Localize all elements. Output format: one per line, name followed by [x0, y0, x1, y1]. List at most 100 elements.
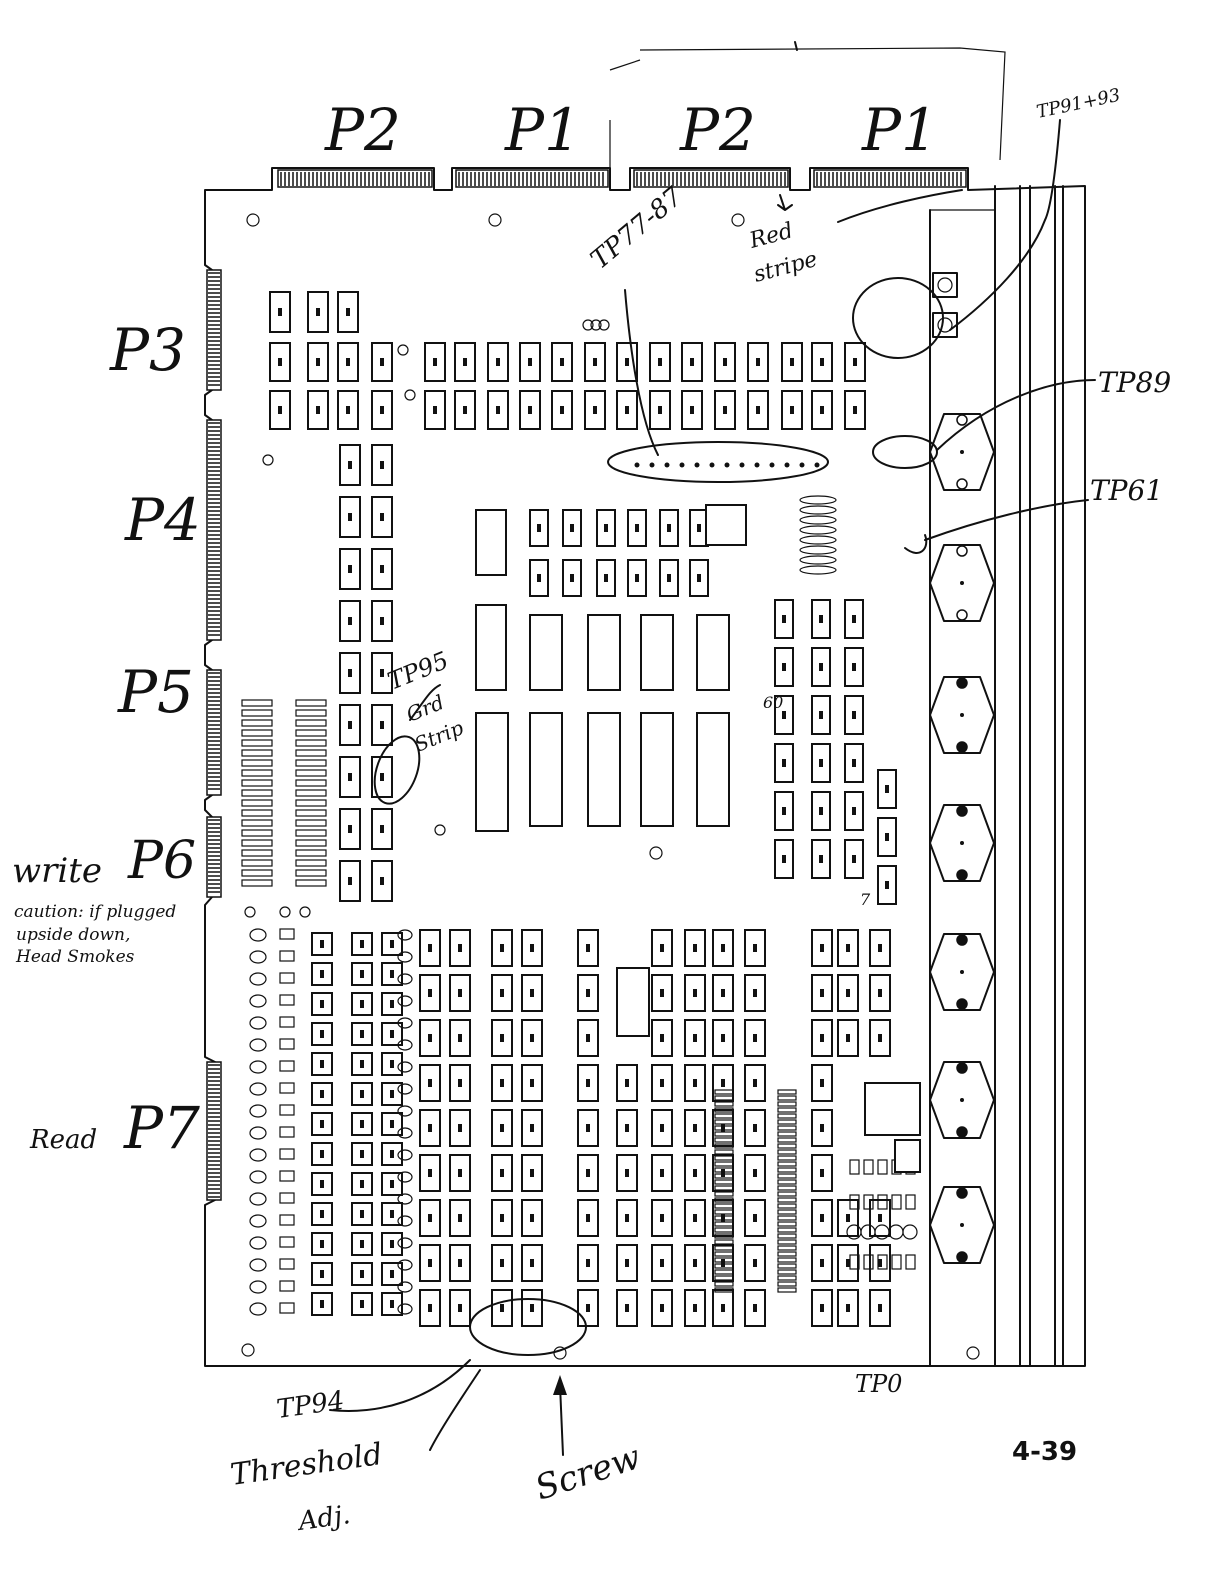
ic-marker [320, 1030, 324, 1038]
ic-marker [660, 944, 664, 952]
ic-marker [846, 944, 850, 952]
capacitor [249, 994, 267, 1008]
callout-gnd-1: Grd [403, 690, 448, 727]
resistor-array [714, 1269, 734, 1275]
ic-marker [348, 617, 352, 625]
ic-marker [721, 1214, 725, 1222]
ic-marker [320, 970, 324, 978]
capacitor [249, 1016, 267, 1030]
mount-hole [956, 1251, 968, 1263]
resistor-array [714, 1287, 734, 1293]
power-transistor-3 [929, 804, 995, 882]
ic-marker [820, 1034, 824, 1042]
resistor-array [714, 1221, 734, 1227]
resistor-array [777, 1161, 797, 1167]
diode [877, 1159, 888, 1175]
ic-marker [360, 1060, 364, 1068]
test-point [754, 462, 760, 468]
resistor-array [714, 1257, 734, 1263]
ic-marker [458, 1169, 462, 1177]
ic-marker [878, 944, 882, 952]
ic-marker [667, 574, 671, 582]
resistor-pack [295, 759, 327, 767]
label-top-p2-right: P2 [679, 96, 756, 164]
callout-caution-3: Head Smokes [15, 947, 135, 967]
resistor-array [714, 1179, 734, 1185]
capacitor [397, 929, 413, 941]
resistor-pack [295, 729, 327, 737]
resistor-pack [241, 749, 273, 757]
regulator-hole [937, 277, 953, 293]
ic-marker [278, 358, 282, 366]
resistor-array [777, 1089, 797, 1095]
capacitor [397, 1237, 413, 1249]
ic-marker [537, 524, 541, 532]
capacitor [397, 1039, 413, 1051]
mount-hole [956, 1187, 968, 1199]
ic-marker [782, 711, 786, 719]
resistor-array [714, 1191, 734, 1197]
capacitor [249, 1060, 267, 1074]
callout-tp89: TP89 [1098, 366, 1171, 399]
ic-marker [278, 406, 282, 414]
test-point [724, 462, 730, 468]
ic-marker [819, 711, 823, 719]
resistor-array [777, 1269, 797, 1275]
power-transistors [929, 272, 995, 1264]
callout-tp95: TP95 [384, 646, 453, 695]
resistor-pack [295, 769, 327, 777]
ic-marker [846, 989, 850, 997]
mount-hole [956, 869, 968, 881]
capacitor [397, 1215, 413, 1227]
ic-marker [458, 1079, 462, 1087]
resistor-pack [241, 849, 273, 857]
ic-marker [500, 1124, 504, 1132]
ic-marker [625, 1214, 629, 1222]
test-point [694, 462, 700, 468]
ic-marker [496, 358, 500, 366]
ic-marker [458, 989, 462, 997]
ic-marker [693, 1169, 697, 1177]
ic-marker [458, 1259, 462, 1267]
ic-marker [658, 406, 662, 414]
ic-marker [346, 358, 350, 366]
ic-marker [380, 721, 384, 729]
resistor-array [777, 1275, 797, 1281]
resistor-array [714, 1203, 734, 1209]
resistor-array [777, 1119, 797, 1125]
ic-marker [820, 1304, 824, 1312]
diode [863, 1194, 874, 1210]
resistor-pack [241, 789, 273, 797]
ic-marker [721, 1034, 725, 1042]
ic-marker [360, 1090, 364, 1098]
capacitor [397, 1127, 413, 1139]
capacitor [249, 1236, 267, 1250]
resistor [279, 1170, 295, 1182]
resistor-pack [295, 749, 327, 757]
ic-marker [625, 1259, 629, 1267]
mount-hole [956, 677, 968, 689]
callout-red-stripe-2: stripe [751, 247, 820, 288]
ic-marker [458, 1124, 462, 1132]
power-transistor-1 [929, 544, 995, 622]
resistor [279, 1104, 295, 1116]
label-top-p1-left: P1 [504, 96, 581, 164]
mount-hole [956, 805, 968, 817]
transistor-small [902, 1224, 918, 1240]
ic-marker [380, 358, 384, 366]
capacitor [397, 1061, 413, 1073]
ic-marker [697, 574, 701, 582]
resistor-array [777, 1227, 797, 1233]
ic-marker [500, 1214, 504, 1222]
capacitor [799, 545, 837, 555]
ic-marker [320, 1120, 324, 1128]
ic-marker [458, 1214, 462, 1222]
ic-marker [428, 944, 432, 952]
ic-marker [428, 1169, 432, 1177]
ic-marker [625, 1169, 629, 1177]
mount-hole [956, 741, 968, 753]
ic-marker [380, 461, 384, 469]
ic-marker [721, 989, 725, 997]
resistor-array [777, 1095, 797, 1101]
ic-marker [660, 989, 664, 997]
